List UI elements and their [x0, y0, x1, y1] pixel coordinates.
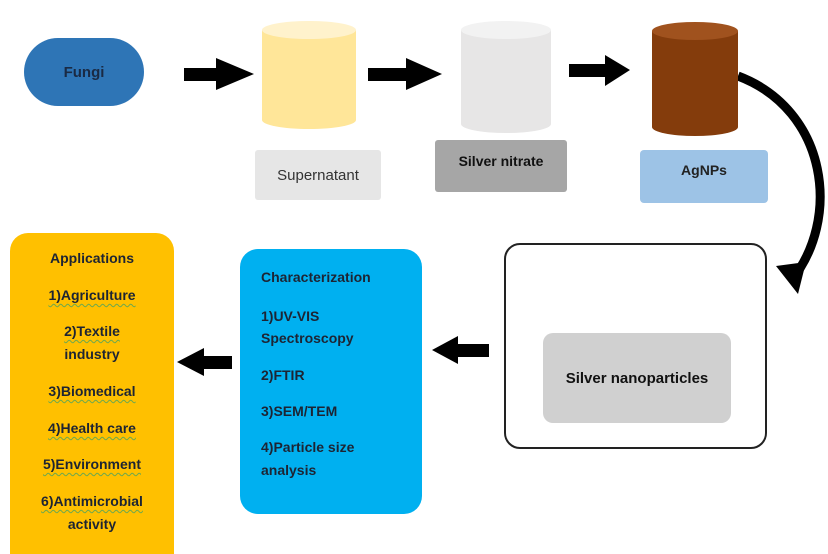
supernatant-label-box: Supernatant	[255, 150, 381, 200]
characterization-item: 2)FTIR	[261, 367, 305, 383]
characterization-panel: Characterization 1)UV-VIS Spectroscopy 2…	[240, 249, 422, 514]
silver-nanoparticles-box: Silver nanoparticles	[543, 333, 731, 423]
characterization-item: Spectroscopy	[261, 330, 354, 346]
cylinder-silver-nitrate	[461, 21, 551, 133]
applications-title: Applications	[49, 250, 134, 266]
application-item: 4)Health care	[48, 420, 136, 436]
application-item: 1)Agriculture	[48, 287, 136, 303]
silver-nitrate-label-box: Silver nitrate	[435, 140, 567, 192]
arrow-characterization-to-applications	[177, 348, 232, 376]
characterization-item: 3)SEM/TEM	[261, 403, 338, 419]
silver-nitrate-label: Silver nitrate	[458, 153, 544, 169]
supernatant-label: Supernatant	[277, 166, 359, 184]
application-item: 6)Antimicrobial	[41, 493, 143, 509]
silver-nanoparticles-label: Silver nanoparticles	[565, 369, 709, 387]
cylinder-supernatant	[262, 21, 356, 129]
arrow-silver-nitrate-to-agnps	[569, 55, 630, 86]
fungi-node: Fungi	[24, 38, 144, 106]
applications-panel: Applications 1)Agriculture 2)Textile ind…	[10, 233, 174, 554]
cylinder-agnps	[652, 22, 738, 136]
application-item: industry	[64, 346, 120, 362]
characterization-title: Characterization	[261, 269, 371, 285]
arrow-fungi-to-supernatant	[184, 58, 254, 90]
arrow-nanoparticles-to-characterization	[432, 336, 489, 364]
characterization-item: 4)Particle size	[261, 439, 355, 455]
application-item: activity	[67, 516, 117, 532]
application-item: 5)Environment	[42, 456, 141, 472]
fungi-label: Fungi	[63, 63, 105, 81]
characterization-item: analysis	[261, 462, 317, 478]
characterization-item: 1)UV-VIS	[261, 308, 320, 324]
curved-arrow-agnps-to-nanoparticles	[736, 71, 825, 294]
application-item: 2)Textile	[64, 323, 120, 339]
application-item: 3)Biomedical	[48, 383, 136, 399]
arrow-supernatant-to-silver-nitrate	[368, 58, 442, 90]
agnps-label: AgNPs	[681, 161, 727, 178]
agnps-label-box: AgNPs	[640, 150, 768, 203]
